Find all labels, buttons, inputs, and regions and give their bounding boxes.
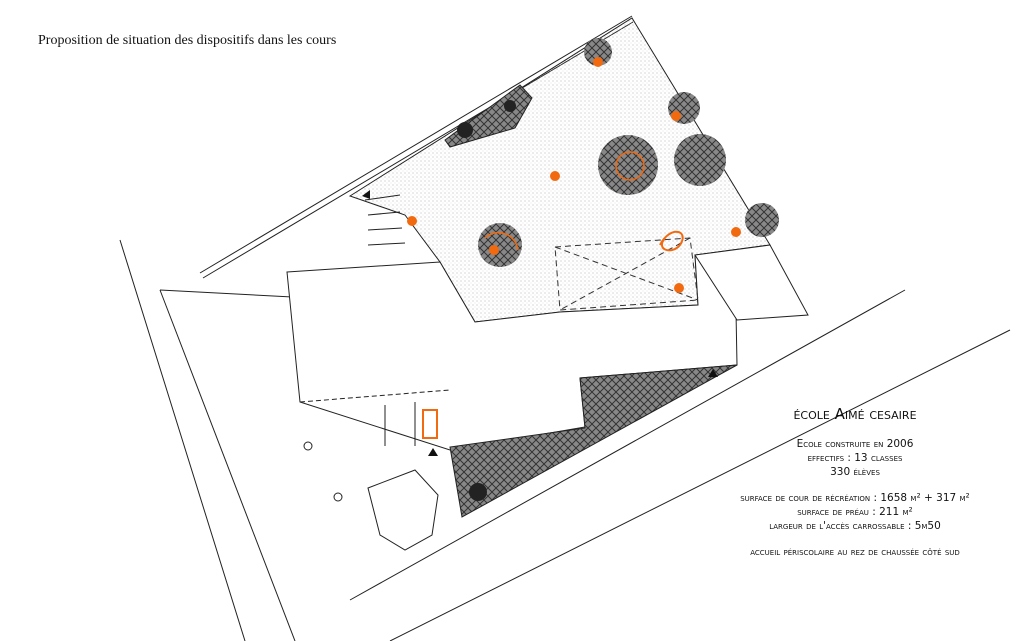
device-tower <box>422 409 438 439</box>
device-arc <box>484 231 519 251</box>
tree <box>598 135 658 195</box>
entrance-arrow-icon <box>708 369 718 377</box>
device-marker <box>593 57 603 67</box>
device-marker <box>550 171 560 181</box>
device-circle <box>615 151 645 181</box>
info-line: surface de cour de récréation : 1658 m² … <box>740 492 970 504</box>
info-line: Ecole construite en 2006 <box>796 438 914 450</box>
device-marker <box>731 227 741 237</box>
tree <box>674 134 726 186</box>
info-line: 330 élèves <box>830 466 880 478</box>
tree <box>745 203 779 237</box>
bollard <box>303 441 313 451</box>
courtyard-south <box>449 364 738 518</box>
tree <box>457 122 473 138</box>
street-edge <box>159 289 296 641</box>
tree <box>478 223 522 267</box>
spacer <box>700 479 1010 491</box>
tree <box>469 483 487 501</box>
info-line: accueil périscolaire au rez de chaussée … <box>750 546 960 558</box>
courtyard-east <box>694 244 809 321</box>
street-edge <box>119 239 1011 641</box>
info-line: surface de préau : 211 m² <box>797 506 913 518</box>
bollard <box>333 492 343 502</box>
stairs <box>364 194 406 246</box>
spacer <box>700 533 1010 545</box>
device-spiral <box>659 230 684 252</box>
building-dashed-line <box>299 389 451 403</box>
trees <box>457 38 779 501</box>
device-marker <box>489 245 499 255</box>
school-info: école Aimé cesaire Ecole construite en 2… <box>700 405 1010 559</box>
info-line: largeur de l'accès carrossable : 5m50 <box>769 520 941 532</box>
entrance-arrow-icon <box>362 190 370 199</box>
entrance-arrow-icon <box>428 448 438 456</box>
kiosk <box>367 469 439 551</box>
devices <box>407 57 741 293</box>
tree <box>584 38 612 66</box>
plan-title: Proposition de situation des dispositifs… <box>38 33 337 48</box>
tree <box>504 100 516 112</box>
school-name: école Aimé cesaire <box>793 405 917 423</box>
device-marker <box>671 111 681 121</box>
preau <box>554 237 699 311</box>
device-marker <box>674 283 684 293</box>
device-marker <box>407 216 417 226</box>
info-line: effectifs : 13 classes <box>807 452 903 464</box>
